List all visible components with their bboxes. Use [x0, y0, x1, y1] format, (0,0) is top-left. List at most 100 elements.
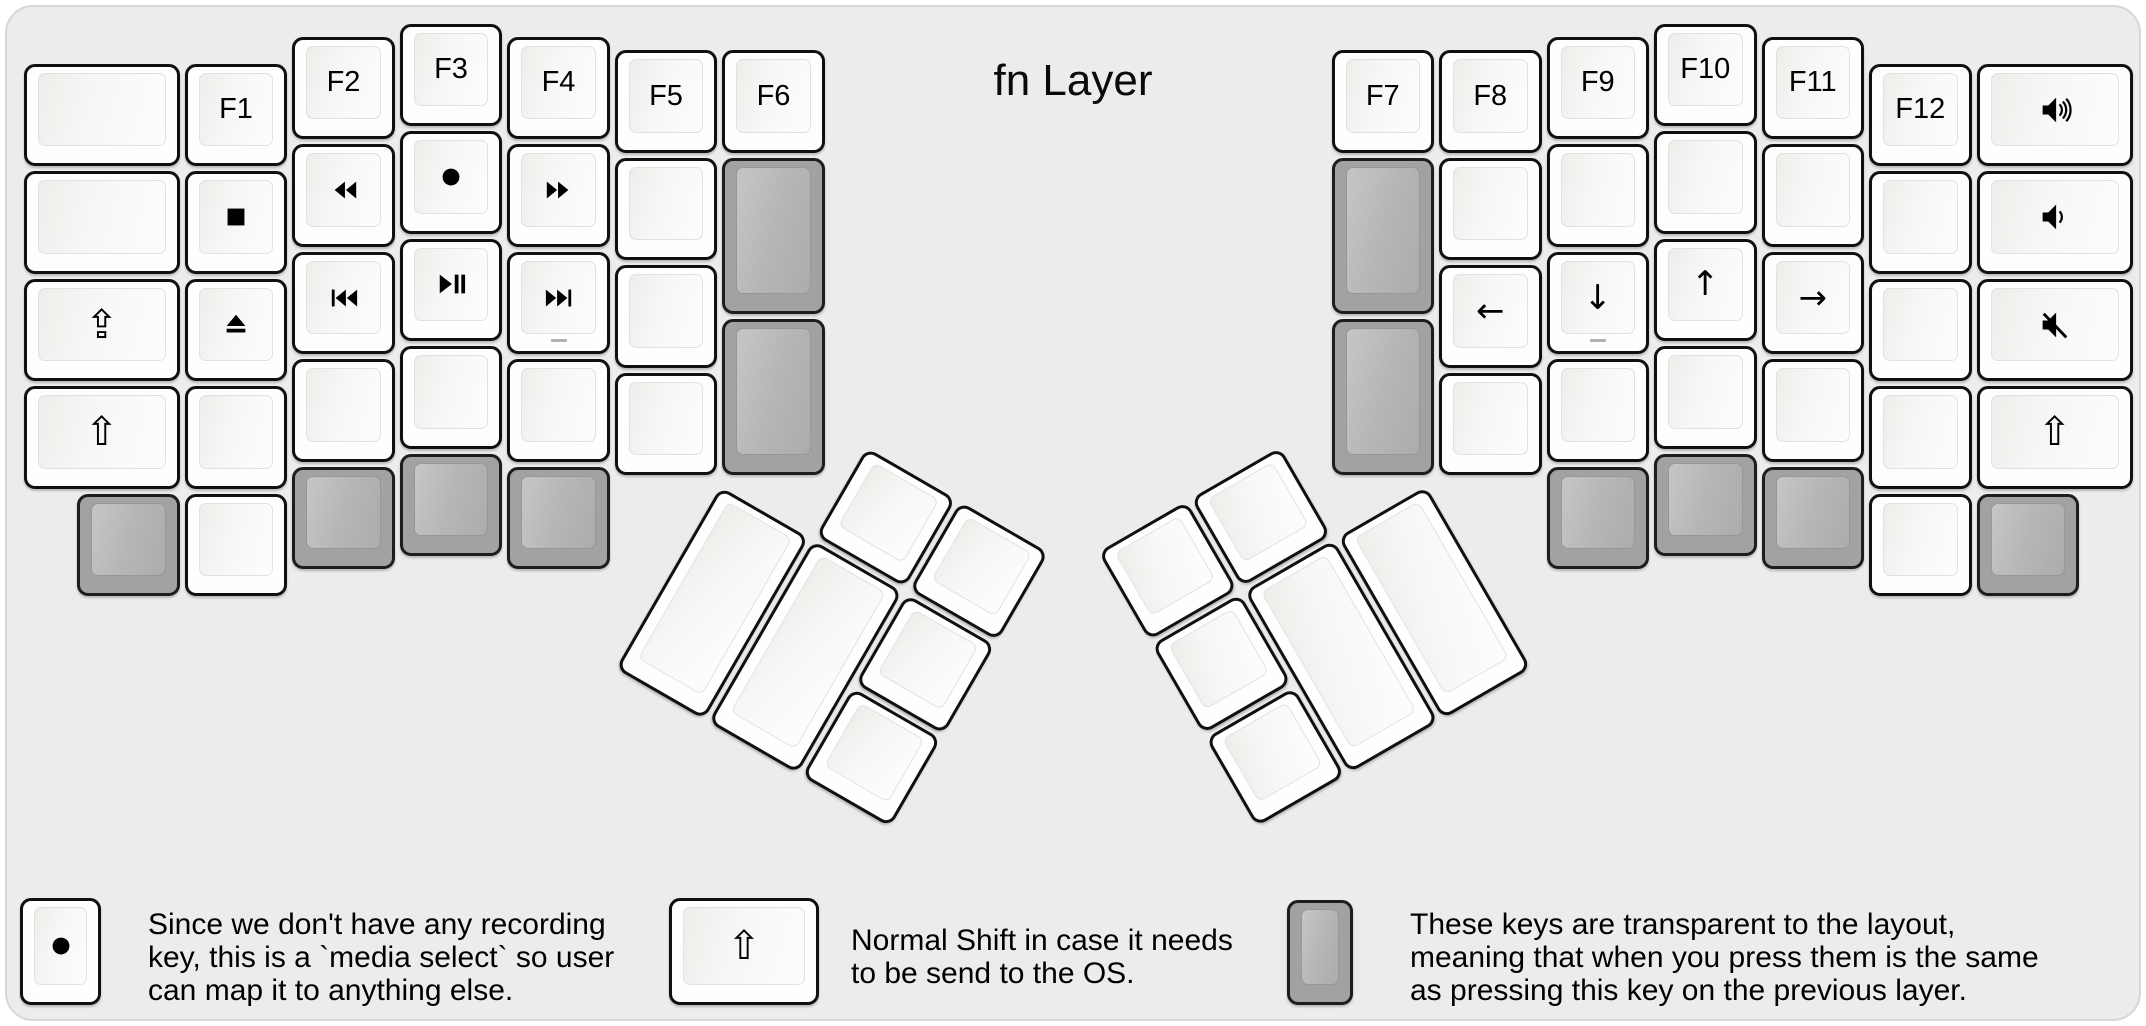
key-legend-text: F7	[1365, 79, 1400, 112]
keycap-top	[1990, 180, 2119, 254]
key-arrow-down: ↓	[1546, 251, 1649, 355]
key-next-track	[507, 251, 610, 355]
key-blank	[1439, 157, 1542, 261]
keycap-top: ⇧	[1990, 395, 2119, 469]
keycap-top	[413, 140, 489, 214]
keycap-top	[1883, 502, 1958, 577]
key-blank	[1761, 359, 1864, 462]
keycap-top	[1453, 166, 1528, 241]
keycap-top	[1775, 368, 1850, 442]
keycap-top: ↓	[1560, 260, 1635, 335]
key-f2: F2	[292, 36, 395, 140]
key-transparent	[507, 466, 610, 570]
keycap-top	[1560, 475, 1635, 550]
key-volume-mute	[1976, 278, 2133, 382]
key-blank	[23, 63, 180, 167]
stop-icon	[221, 202, 251, 232]
legend-text-line: to be send to the OS.	[851, 957, 1135, 990]
layer-title: fn Layer	[993, 56, 1153, 105]
key-shift: ⇧	[23, 386, 180, 489]
key-blank	[614, 265, 718, 368]
key-caps-lock: ⇪	[23, 278, 180, 382]
keycap-top	[413, 355, 489, 429]
fast-forward-icon	[544, 175, 574, 205]
keycap-top	[823, 701, 925, 803]
key-f1: F1	[184, 63, 288, 167]
record-icon	[436, 162, 466, 192]
key-arrow-left: ←	[1439, 265, 1542, 368]
legend-text-line: meaning that when you press them is the …	[1410, 941, 2039, 974]
keycap-top	[306, 475, 381, 550]
key-legend-text: F2	[326, 66, 361, 99]
key-f5: F5	[614, 50, 718, 153]
key-f7: F7	[1331, 50, 1434, 153]
key-blank	[1654, 131, 1757, 234]
keycap-top	[736, 166, 811, 295]
volume-up-icon	[2037, 92, 2073, 128]
key-media-select	[399, 131, 503, 234]
key-f9: F9	[1546, 36, 1649, 140]
rewind-icon	[329, 175, 359, 205]
keycap-top	[413, 247, 489, 321]
keycap-top	[1453, 381, 1528, 456]
key-transparent	[292, 466, 395, 570]
keycap-top: →	[1775, 260, 1850, 335]
keycap-top	[628, 166, 704, 241]
legend-text-line: Since we don't have any recording	[148, 908, 606, 941]
homing-bar	[550, 339, 567, 343]
keycap-top: F1	[198, 72, 274, 147]
key-shift: ⇧	[1976, 386, 2133, 489]
keycap-top	[198, 395, 274, 469]
volume-mute-icon	[2037, 307, 2073, 343]
keycap-top	[306, 368, 381, 442]
key-f10: F10	[1654, 23, 1757, 126]
key-legend-text: F12	[1895, 93, 1946, 126]
key-transparent	[77, 493, 180, 597]
prev-track-icon	[329, 283, 359, 313]
keycap-top	[521, 153, 596, 227]
key-arrow-up: ↑	[1654, 238, 1757, 341]
keycap-top: F8	[1453, 59, 1528, 133]
key-blank	[507, 359, 610, 462]
keycap-top: F9	[1560, 45, 1635, 120]
keycap-top	[1560, 153, 1635, 227]
key-f4: F4	[507, 36, 610, 140]
key-legend-text: ⇧	[727, 923, 761, 969]
key-transparent	[1761, 466, 1864, 570]
keycap-top: ↑	[1668, 247, 1743, 321]
key-blank	[292, 359, 395, 462]
key-rewind	[292, 144, 395, 247]
key-legend-text: ↑	[1691, 264, 1720, 305]
keycap-top	[1883, 395, 1958, 469]
key-legend-text: F6	[756, 79, 791, 112]
next-track-icon	[544, 283, 574, 313]
key-transparent	[1331, 157, 1434, 315]
keycap-top	[413, 462, 489, 536]
keycap-top	[34, 907, 87, 985]
key-f12: F12	[1869, 63, 1972, 167]
key-legend-text: F8	[1473, 79, 1508, 112]
key-blank	[1546, 144, 1649, 247]
keycap-top	[91, 502, 166, 577]
key-transparent	[1331, 319, 1434, 476]
key-transparent	[1654, 453, 1757, 556]
keycap-top	[1883, 287, 1958, 362]
keycap-top	[1775, 153, 1850, 227]
key-blank	[614, 372, 718, 476]
keycap-top	[1114, 515, 1216, 617]
keycap-top: F5	[628, 59, 704, 133]
record-icon	[46, 931, 76, 961]
key-media-select-sample	[20, 898, 101, 1005]
keycap-top	[306, 260, 381, 335]
key-blank	[184, 386, 288, 489]
key-legend-text: ↓	[1583, 277, 1613, 318]
legend-text-line: key, this is a `media select` so user	[148, 941, 615, 974]
key-blank	[1869, 493, 1972, 597]
keycap-top	[198, 287, 274, 362]
key-transparent	[722, 157, 825, 315]
keycap-top	[521, 368, 596, 442]
keycap-top	[1990, 287, 2119, 362]
keycap-top	[736, 328, 811, 456]
keycap-top	[628, 381, 704, 456]
